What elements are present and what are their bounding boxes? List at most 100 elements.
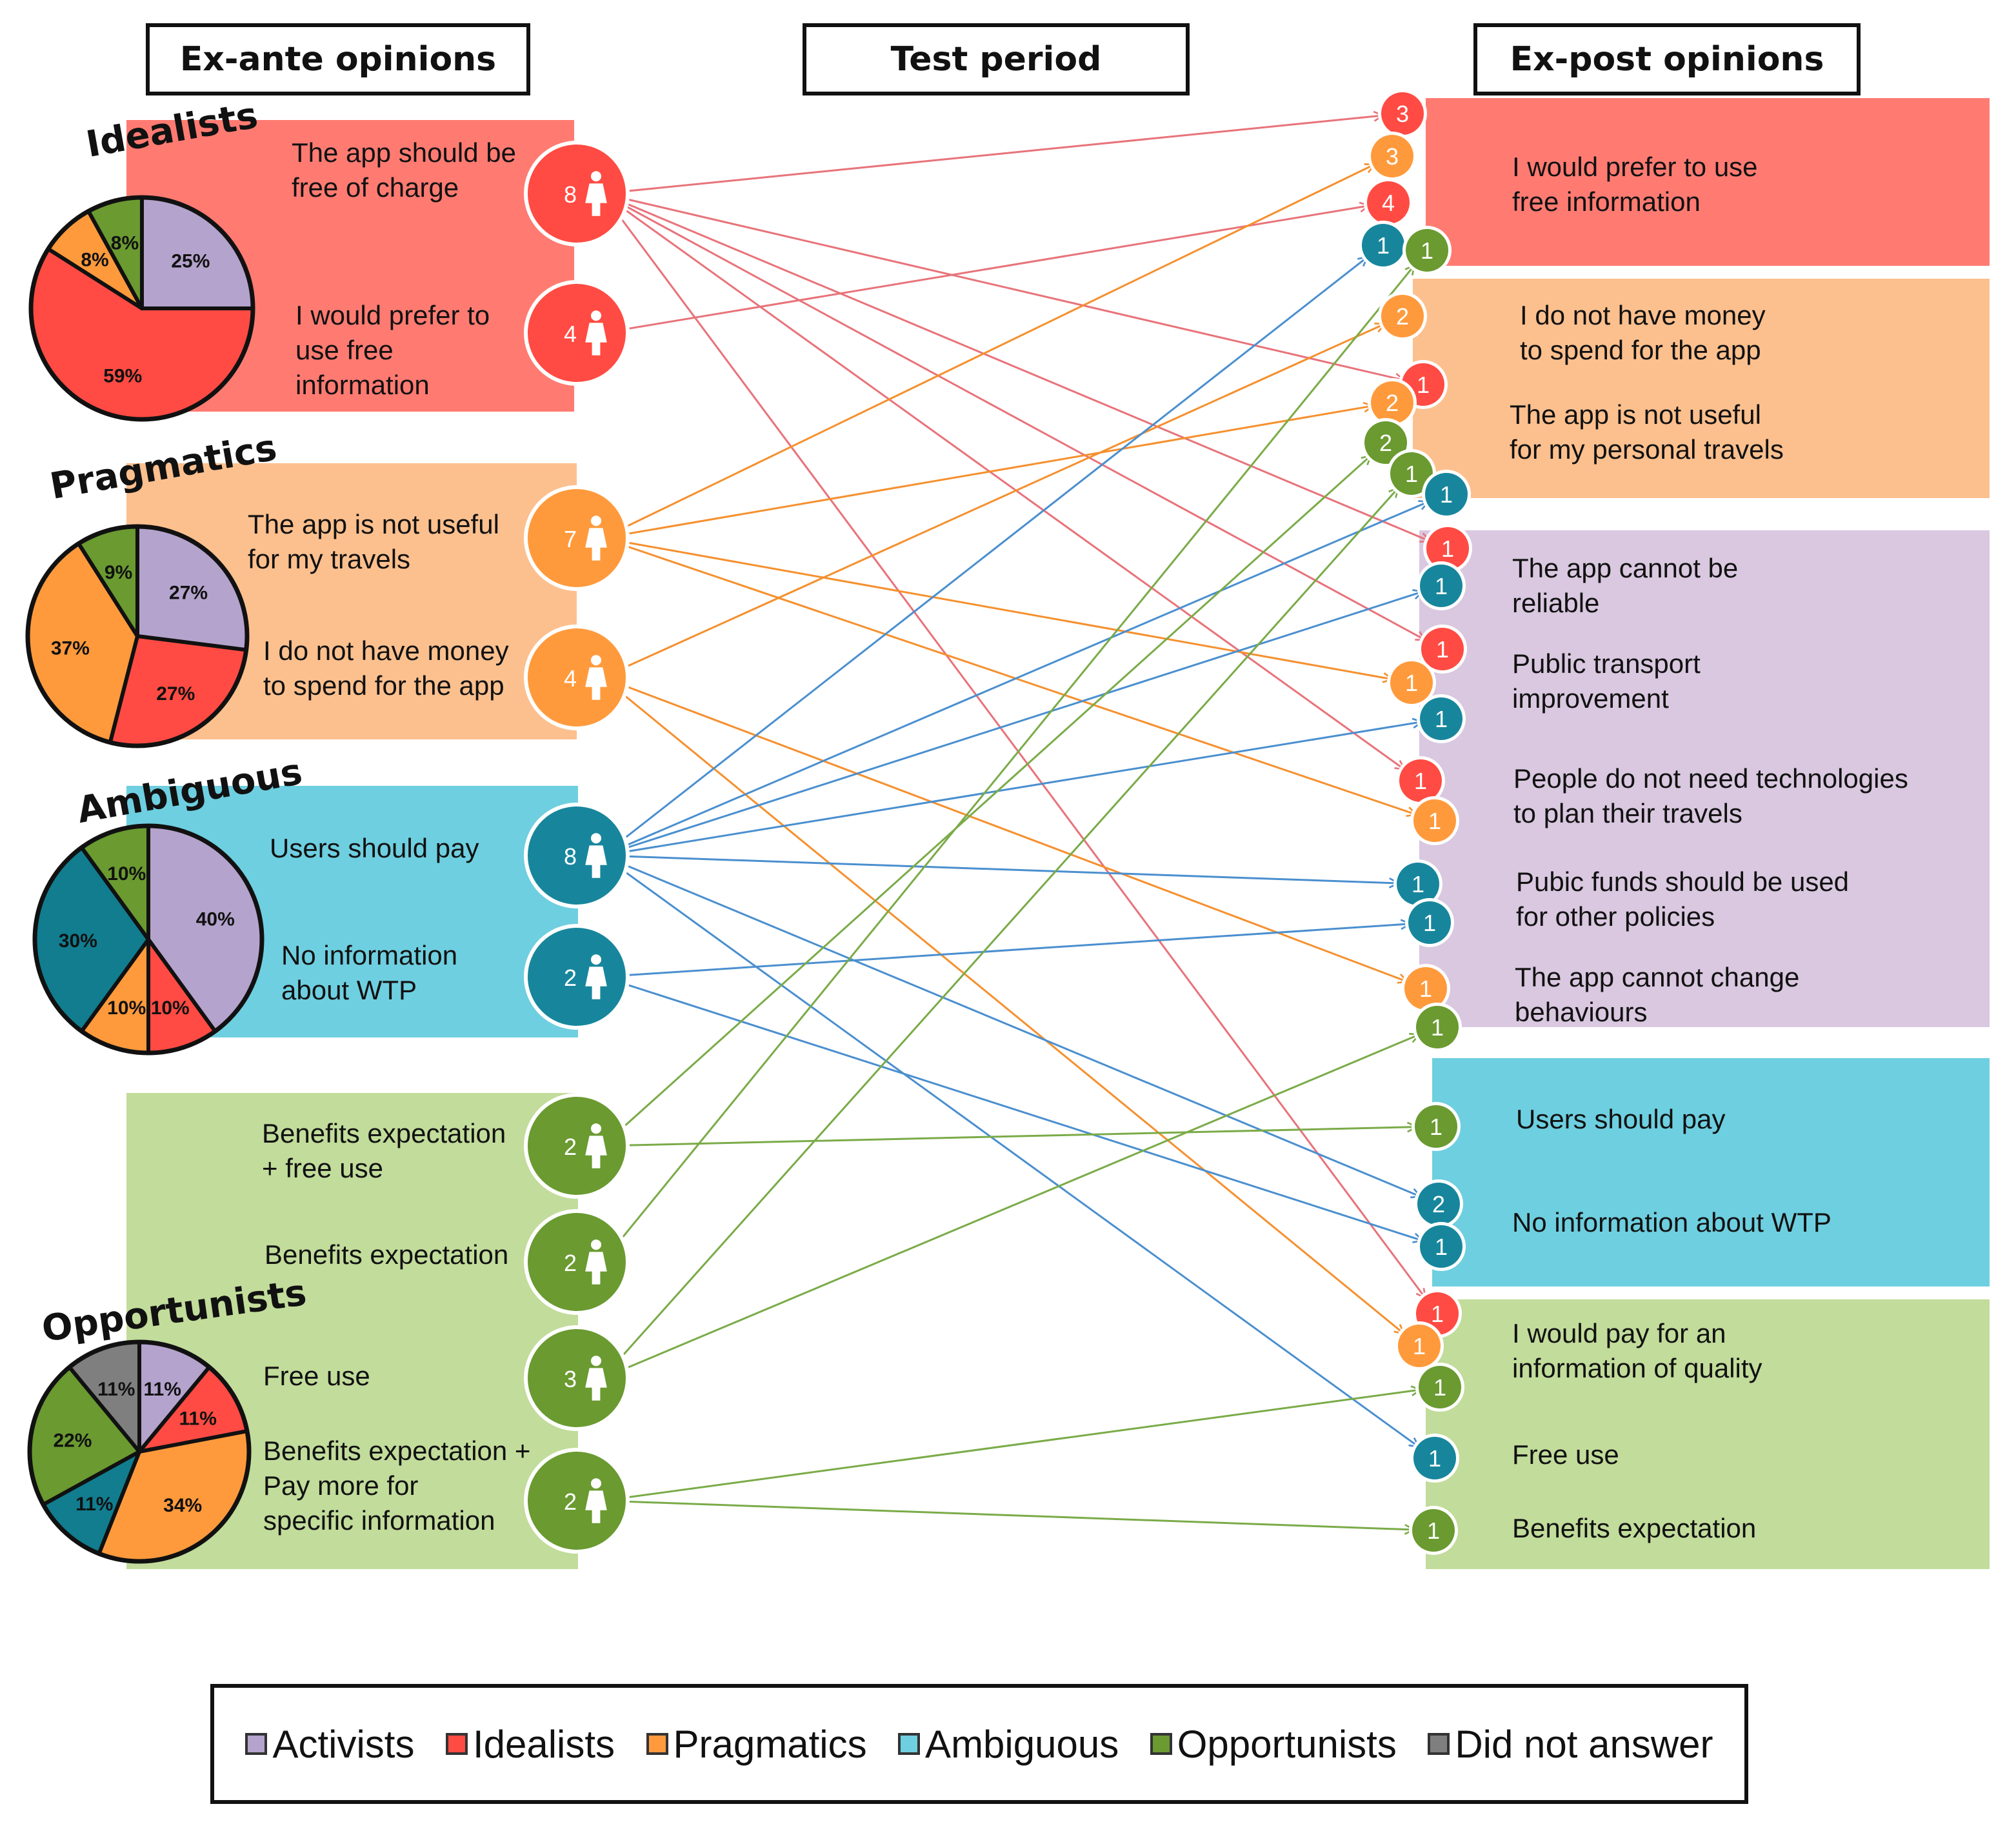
ex-ante-opinion-text: Free use (263, 1361, 370, 1391)
ex-ante-opinion-text: The app should be free of charge (292, 137, 516, 203)
ex-post-count: 1 (1435, 573, 1448, 599)
ex-post-count: 1 (1435, 706, 1448, 732)
legend-item: Opportunists (1150, 1722, 1397, 1767)
ex-post-count-node: 1 (1417, 694, 1466, 743)
pie-slice-label: 9% (105, 562, 132, 583)
ex-post-opinion-text: People do not need technologies to plan … (1513, 763, 1908, 828)
pie-slice-label: 30% (59, 930, 97, 952)
ex-post-count: 1 (1413, 1333, 1426, 1359)
pie-slice-label: 27% (169, 582, 208, 603)
pie-chart-idealists: 25% 59% 8%8% (28, 195, 255, 422)
ex-post-opinion-text: The app cannot be reliable (1512, 553, 1739, 618)
ex-post-count-node: 1 (1401, 964, 1450, 1013)
legend-item: Activists (245, 1722, 414, 1767)
transition-arrow (602, 192, 1430, 541)
ex-post-count-node: 1 (1393, 859, 1442, 908)
transition-arrow (602, 854, 1399, 883)
ex-post-opinion-text: The app cannot change behaviours (1515, 962, 1800, 1027)
pie-slice-label: 8% (111, 233, 139, 254)
transition-arrow (601, 193, 1426, 1298)
transition-arrow (602, 206, 1369, 334)
ex-post-count-node: 2 (1368, 378, 1417, 427)
person-icon (585, 310, 607, 355)
legend-label: Pragmatics (673, 1722, 867, 1766)
pie-slice-label: 37% (51, 637, 90, 659)
person-icon (585, 1356, 607, 1401)
legend: Activists Idealists Pragmatics Ambiguous Opp… (210, 1684, 1748, 1804)
ex-post-opinion-text: The app is not useful for my personal tr… (1510, 399, 1784, 465)
transition-arrow (602, 192, 1404, 380)
transition-arrow (602, 722, 1422, 857)
ex-post-count-node: 1 (1409, 1506, 1458, 1555)
ex-post-count: 1 (1435, 1234, 1448, 1260)
legend-item: Ambiguous (898, 1722, 1119, 1767)
pie-slice-label: 27% (156, 683, 195, 705)
person-icon (585, 833, 607, 878)
ex-ante-count: 4 (564, 321, 577, 347)
pie-chart-opportunists: 11%11%34%11%22%11% (27, 1339, 252, 1564)
pie-slice-label: 11% (179, 1408, 217, 1429)
ex-ante-opinion-text: No information about WTP (281, 940, 458, 1005)
ex-post-count: 1 (1440, 481, 1453, 508)
transition-arrow (602, 592, 1422, 857)
ex-ante-node: 4 (524, 280, 630, 386)
ex-post-count-node: 4 (1364, 178, 1413, 227)
legend-swatch (1150, 1733, 1172, 1755)
ex-post-count-node: 3 (1378, 89, 1427, 138)
ex-ante-opinion-text: I would prefer to use free information (295, 300, 490, 400)
person-icon (585, 954, 607, 999)
transition-arrow (601, 488, 1399, 1379)
transition-arrow (601, 265, 1415, 1263)
ex-post-count: 1 (1427, 1517, 1440, 1544)
person-icon (585, 1239, 607, 1285)
ex-post-block-ambiguous (1432, 1058, 1990, 1286)
pie-chart-ambiguous: 40%10%10%30%10% (32, 823, 264, 1056)
pie-slice-label: 40% (196, 908, 235, 930)
ex-ante-node: 8 (524, 141, 630, 246)
pie-slice-label: 59% (103, 365, 142, 386)
transition-arrow (602, 854, 1419, 1447)
ex-ante-opinion-text: Users should pay (270, 833, 479, 863)
ex-post-count-node: 1 (1396, 756, 1445, 805)
ex-ante-count: 4 (564, 665, 577, 692)
ex-post-count: 4 (1382, 190, 1395, 216)
ex-post-count: 1 (1414, 768, 1427, 794)
transition-arrow (602, 1034, 1419, 1379)
pie-slice-label: 8% (81, 249, 108, 270)
legend-label: Ambiguous (925, 1722, 1119, 1766)
ex-post-count: 1 (1433, 1374, 1446, 1401)
transition-arrow (602, 1127, 1417, 1147)
ex-ante-opinion-text: Benefits expectation + Pay more for spec… (263, 1436, 531, 1536)
ex-post-count: 2 (1432, 1191, 1445, 1217)
person-icon (585, 516, 607, 561)
legend-swatch (245, 1733, 268, 1755)
ex-ante-node: 4 (524, 625, 630, 730)
legend-label: Opportunists (1177, 1722, 1397, 1766)
pie-slice-label: 34% (163, 1495, 202, 1516)
ex-post-count: 1 (1430, 1114, 1442, 1140)
ex-post-count-node: 1 (1410, 796, 1459, 845)
ex-post-count: 2 (1379, 430, 1392, 456)
transition-arrow (602, 854, 1421, 1197)
pie-slice-label: 25% (171, 251, 210, 272)
ex-ante-count: 2 (564, 1134, 577, 1160)
ex-post-count: 3 (1396, 101, 1409, 127)
ex-ante-node: 2 (524, 1093, 630, 1199)
ex-ante-node: 8 (524, 803, 630, 908)
transition-arrow (601, 456, 1371, 1147)
ex-post-count: 1 (1428, 1445, 1441, 1472)
ex-post-count: 1 (1423, 910, 1436, 936)
pie-slice-label: 11% (97, 1379, 135, 1400)
ex-post-count: 1 (1441, 536, 1454, 562)
transition-arrow (602, 115, 1383, 195)
ex-post-count: 1 (1405, 670, 1418, 696)
ex-post-opinion-text: Users should pay (1516, 1104, 1726, 1134)
transition-arrow (602, 676, 1404, 1334)
ex-post-count-node: 1 (1422, 470, 1471, 519)
header-ex-ante: Ex-ante opinions (146, 23, 530, 95)
ex-post-count: 1 (1431, 1014, 1444, 1041)
ex-ante-count: 7 (564, 526, 577, 552)
transition-arrow (602, 1390, 1421, 1502)
ex-post-count: 1 (1377, 232, 1390, 259)
legend-item: Idealists (445, 1722, 615, 1767)
